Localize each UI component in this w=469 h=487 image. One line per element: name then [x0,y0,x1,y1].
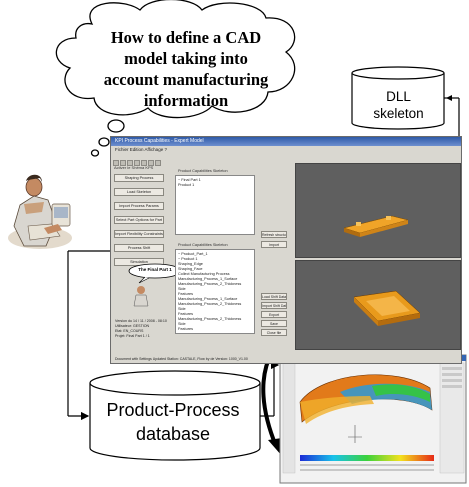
engineer-illustration [8,174,72,249]
thought-cloud [55,0,296,157]
project-info-text: Version du 14 / 11 / 2008 - 08:10 Utilis… [115,319,167,338]
left-panel-title: Activer le Shéma KPS [114,165,154,170]
app-toolbar [113,153,233,166]
upper-tree-header: Product Capabilities Skeleton [178,169,228,173]
select-part-options-button[interactable]: Select Part Options for Part [114,216,164,224]
tree-item[interactable]: Side [178,307,186,311]
tree-item[interactable]: Product 1 [178,183,195,187]
left-panel: Activer le Shéma KPS Shaping Process Loa… [114,165,168,310]
viewport-bottom[interactable] [295,260,461,350]
toolbar-print-icon[interactable] [155,160,161,166]
import-shift-data-button[interactable]: Import Shift Data [261,302,287,309]
part-model-bottom [353,290,421,326]
viewport-top[interactable] [295,163,461,258]
thought-dot-medium [98,137,110,147]
import-process-params-button[interactable]: Import Process Params [114,202,164,210]
thought-dot-small [90,149,100,157]
tree-item[interactable]: Manufacturing_Process_1_Surface [178,277,238,281]
toolbar-paste-icon[interactable] [148,160,154,166]
lower-tree-panel: Product Capabilities Skeleton − Product_… [175,243,255,334]
tree-item[interactable]: Manufacturing_Process_2_Thickness [178,282,242,286]
tree-item[interactable]: − Final Part 1 [178,178,201,182]
upper-tree-panel: Product Capabilities Skeleton − Final Pa… [175,169,255,235]
connector-app-database [67,250,110,421]
save-button[interactable]: Save [261,320,287,327]
import-button[interactable]: Import [261,241,287,248]
tree-item[interactable]: Manufacturing_Process_1_Surface [178,297,238,301]
tree-item[interactable]: Side [178,322,186,326]
callout-text: The Final Part 1 [138,267,172,272]
refresh-structure-button[interactable]: Refresh structure [261,231,287,238]
tree-item[interactable]: Manufacturing_Process_2_Thickness [178,302,242,306]
tree-item[interactable]: Shaping_Edge [178,262,203,266]
toolbar-new-icon[interactable] [113,160,119,166]
tree-item[interactable]: − Product 1 [178,257,198,261]
toolbar-cut-icon[interactable] [134,160,140,166]
thought-bubble-text: How to define a CAD model taking into ac… [103,28,269,110]
callout-graphic [128,263,182,307]
toolbar-save-icon[interactable] [127,160,133,166]
app-window: KPI Process Capabilities - Expert Model … [110,136,462,364]
database-cylinder-shape [89,370,261,461]
tree-item[interactable]: Features [178,312,193,316]
tree-item[interactable]: Manufacturing_Process_2_Thickness [178,317,242,321]
tree-item[interactable]: Side [178,287,186,291]
toolbar-open-icon[interactable] [120,160,126,166]
part-model-top [343,215,409,237]
tree-item[interactable]: − Product_Part_1 [178,252,208,256]
app-window-title: KPI Process Capabilities - Expert Model [111,137,461,146]
app-window-menu[interactable]: Fichier Edition Affichage ? [115,147,167,152]
tree-item[interactable]: Collect Manufacturing Process [178,272,230,276]
curved-arrow-head [268,438,282,456]
export-button[interactable]: Export [261,311,287,318]
tree-item[interactable]: Features [178,292,193,296]
dll-skeleton-label: DLL skeleton [373,89,424,121]
dll-cylinder-shape [351,66,445,130]
load-shift-data-button[interactable]: Load Shift Data [261,293,287,300]
import-flexibility-button[interactable]: Import Flexibility Constraints [114,230,164,238]
load-skeleton-button[interactable]: Load Skeleton [114,188,164,196]
shaping-process-button[interactable]: Shaping Process [114,174,164,182]
thought-dot-large [107,119,125,133]
fea-result-screenshot [279,354,467,484]
close-file-button[interactable]: Close file [261,329,287,336]
toolbar-copy-icon[interactable] [141,160,147,166]
database-label: Product-Process database [106,400,240,444]
status-bar-text: Document with Settings Updated Station: … [115,357,248,361]
tree-item[interactable]: Shaping_Face [178,267,203,271]
tree-item[interactable]: Features [178,327,193,331]
lower-tree-header: Product Capabilities Skeleton [178,243,228,247]
process-shift-button[interactable]: Process Shift [114,244,164,252]
